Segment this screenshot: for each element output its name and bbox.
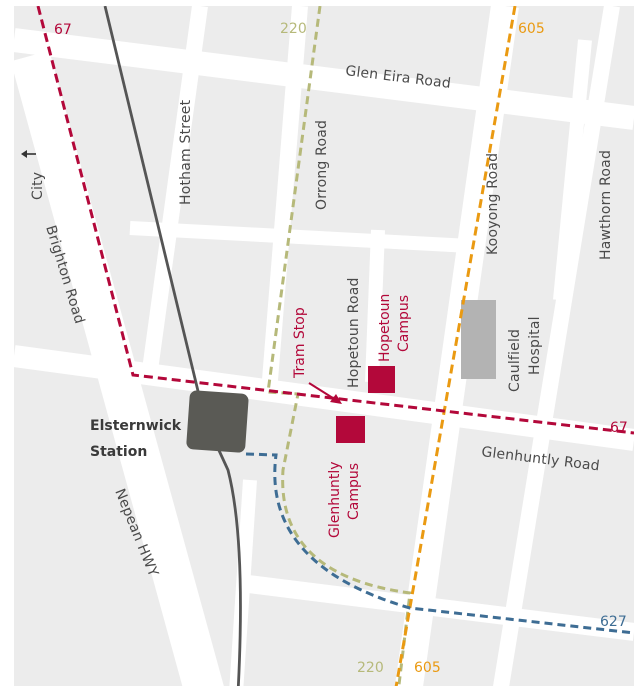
street-hopetoun-label: Hopetoun Road [346,277,362,388]
road-hotham [142,6,208,372]
route-220-line [266,6,412,686]
railway-line [103,6,242,686]
hospital-label-line2: Hospital [527,316,543,375]
route-605-label-top: 605 [518,21,545,37]
route-605-line [394,6,517,686]
caulfield-hospital [461,300,496,379]
glenhuntly-campus-label-line1: Glenhuntly [327,461,343,538]
route-67-label-top: 67 [54,22,72,38]
road-brighton [14,50,224,686]
route-220-label-top: 220 [280,21,307,37]
hopetoun-campus-label-line1: Hopetoun [377,294,393,362]
city-label: City [30,172,46,200]
route-605-label-bottom: 605 [414,660,441,676]
street-kooyong-label: Kooyong Road [485,153,501,255]
elsternwick-station-marker [186,390,249,453]
tram-stop-label: Tram Stop [292,307,308,379]
road-hawthorn [493,6,620,686]
road-kooyong [394,6,519,686]
hopetoun-campus-label-line2: Campus [396,295,412,352]
station-label-line1: Elsternwick [90,418,182,434]
tram-stop-arrow-icon [308,382,342,404]
street-orrong-label: Orrong Road [314,120,330,210]
arrow-left-icon [21,150,36,158]
hopetoun-campus-marker [368,366,395,393]
street-hotham-label: Hotham Street [178,99,194,205]
road-mid-east [553,39,592,301]
station-label-line2: Station [90,444,147,460]
route-220-label-bottom: 220 [357,660,384,676]
road-orrong [262,6,308,381]
road-lower-cross [238,574,634,641]
road-hopetoun [365,229,385,383]
route-627-line [245,452,634,635]
route-67-label-right: 67 [610,420,628,436]
route-627-label: 627 [600,614,627,630]
road-mid-cross [129,221,471,253]
hospital-label-line1: Caulfield [507,329,523,392]
route-67-line [36,6,634,435]
glenhuntly-campus-label-line2: Campus [346,463,362,520]
street-hawthorn-label: Hawthorn Road [598,150,614,260]
glenhuntly-campus-marker [336,416,365,443]
